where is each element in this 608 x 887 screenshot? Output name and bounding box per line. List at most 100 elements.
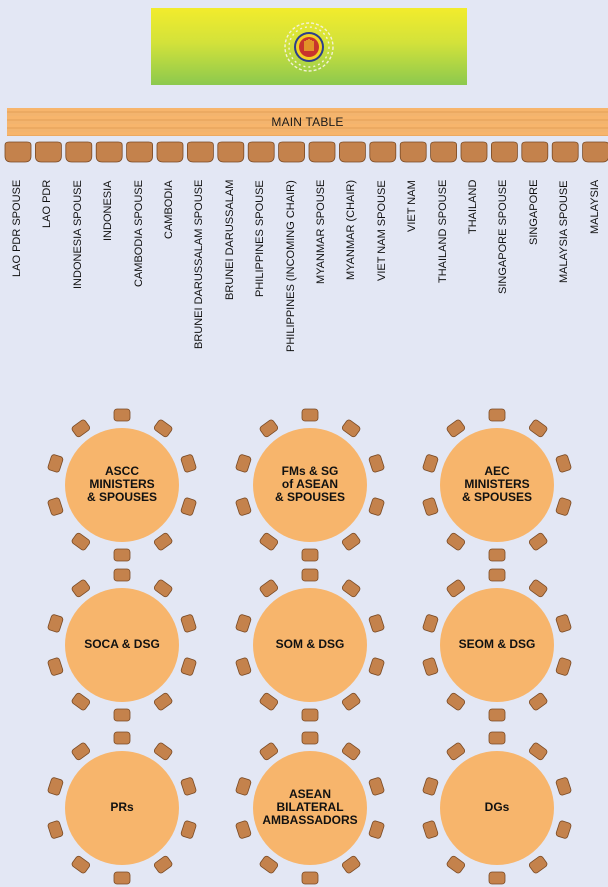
round-table-som-dsg [235, 568, 385, 722]
round-table-label-line: of ASEAN [281, 476, 339, 491]
round-table-aec [422, 408, 572, 562]
round-table-asean-bilateral-ambassadors [235, 731, 385, 885]
round-table-chair [488, 568, 506, 582]
round-table-label-line: MINISTERS [464, 476, 530, 491]
round-table-label: DGs [449, 800, 545, 814]
round-table-fms-sg [235, 408, 385, 562]
round-table-chair [235, 777, 252, 796]
head-seat-label: CAMBODIA SPOUSE [132, 180, 145, 287]
round-table-chair [368, 497, 385, 516]
round-table-label-line: ASEAN [288, 786, 331, 801]
round-table-chair [488, 548, 506, 562]
round-table-chair [180, 614, 197, 633]
round-table-chair [341, 532, 361, 551]
round-table-chair [71, 692, 91, 711]
head-seat-label: INDONESIA [102, 180, 115, 241]
round-table-chair [368, 454, 385, 473]
round-table-chair [301, 731, 319, 745]
head-seat-label: MYANMAR SPOUSE [315, 179, 327, 284]
round-table-chair [488, 408, 506, 422]
head-table-chair [278, 141, 305, 163]
round-table-chair [368, 777, 385, 796]
round-table-chair [153, 532, 173, 551]
round-table-chair [341, 855, 361, 874]
round-table-chair [71, 855, 91, 874]
round-table-chair [341, 692, 361, 711]
round-table-chair [422, 657, 439, 676]
round-table-chair [341, 579, 361, 598]
round-table-chair [113, 731, 131, 745]
round-table-label-line: & SPOUSES [461, 489, 533, 504]
round-table-chair [528, 419, 548, 438]
head-table-chair [156, 141, 184, 163]
round-table-label-line: PRs [110, 799, 134, 814]
round-table-chair [235, 614, 252, 633]
head-seat-label: BRUNEI DARUSSALAM SPOUSE [193, 179, 206, 349]
head-seat-label: VIET NAM [406, 180, 419, 232]
round-table-chair [235, 820, 252, 839]
round-table-chair [153, 579, 173, 598]
head-seat-label: MALAYSIA [588, 179, 601, 234]
round-table-label-line: SEOM & DSG [458, 636, 536, 651]
head-seat-label: SINGAPORE [527, 179, 540, 245]
head-table-chair [247, 141, 275, 163]
round-table-chair [528, 692, 548, 711]
head-table-chair [217, 141, 245, 163]
round-table-chair [180, 454, 197, 473]
head-seat-label: THAILAND [467, 179, 479, 234]
round-table-chair [422, 820, 439, 839]
round-table-top [65, 751, 179, 865]
round-table-chair [259, 692, 279, 711]
round-table-label-line: ASCC [104, 463, 139, 478]
round-table-chair [47, 820, 64, 839]
round-table-chair [446, 742, 466, 761]
round-table-chair [446, 532, 466, 551]
round-table-chair [422, 614, 439, 633]
round-table-chair [47, 657, 64, 676]
round-table-chair [368, 614, 385, 633]
head-table-chair [430, 141, 457, 163]
round-table-chair [71, 742, 91, 761]
round-table-chair [259, 419, 279, 438]
head-table-chair [65, 141, 93, 163]
round-table-chair [555, 777, 572, 796]
round-table-top [253, 751, 367, 865]
head-table-chair [95, 141, 123, 163]
head-seat-label: SINGAPORE SPOUSE [497, 179, 510, 294]
round-table-chair [153, 742, 173, 761]
round-table-chair [259, 742, 279, 761]
round-table-chair [180, 820, 197, 839]
round-table-chair [528, 742, 548, 761]
round-table-dgs [422, 731, 572, 885]
head-table-chair [35, 141, 62, 163]
round-table-chair [555, 657, 572, 676]
head-table-chair [339, 141, 366, 163]
round-table-chair [180, 657, 197, 676]
round-table-chair [180, 777, 197, 796]
round-table-chair [235, 497, 252, 516]
asean-banner [151, 8, 467, 85]
asean-emblem-icon [284, 22, 334, 72]
round-table-label-line: AEC [484, 463, 510, 478]
round-table-top [440, 428, 554, 542]
round-table-chair [113, 871, 131, 885]
round-table-label: SEOM & DSG [449, 636, 545, 651]
round-table-chair [555, 497, 572, 516]
head-seat-label: THAILAND SPOUSE [436, 179, 449, 283]
head-table-chair [4, 141, 32, 163]
round-table-chair [446, 579, 466, 598]
round-table-chair [488, 731, 506, 745]
head-seat-label: MALAYSIA SPOUSE [558, 180, 571, 283]
round-table-chair [301, 548, 319, 562]
round-table-chair [71, 419, 91, 438]
head-table-chair [521, 141, 549, 163]
round-table-chair [47, 777, 64, 796]
round-table-chair [47, 454, 64, 473]
round-table-label-line: SOCA & DSG [84, 636, 160, 651]
round-table-chair [113, 408, 131, 422]
round-table-label-line: BILATERAL [276, 799, 344, 814]
round-table-chair [488, 871, 506, 885]
